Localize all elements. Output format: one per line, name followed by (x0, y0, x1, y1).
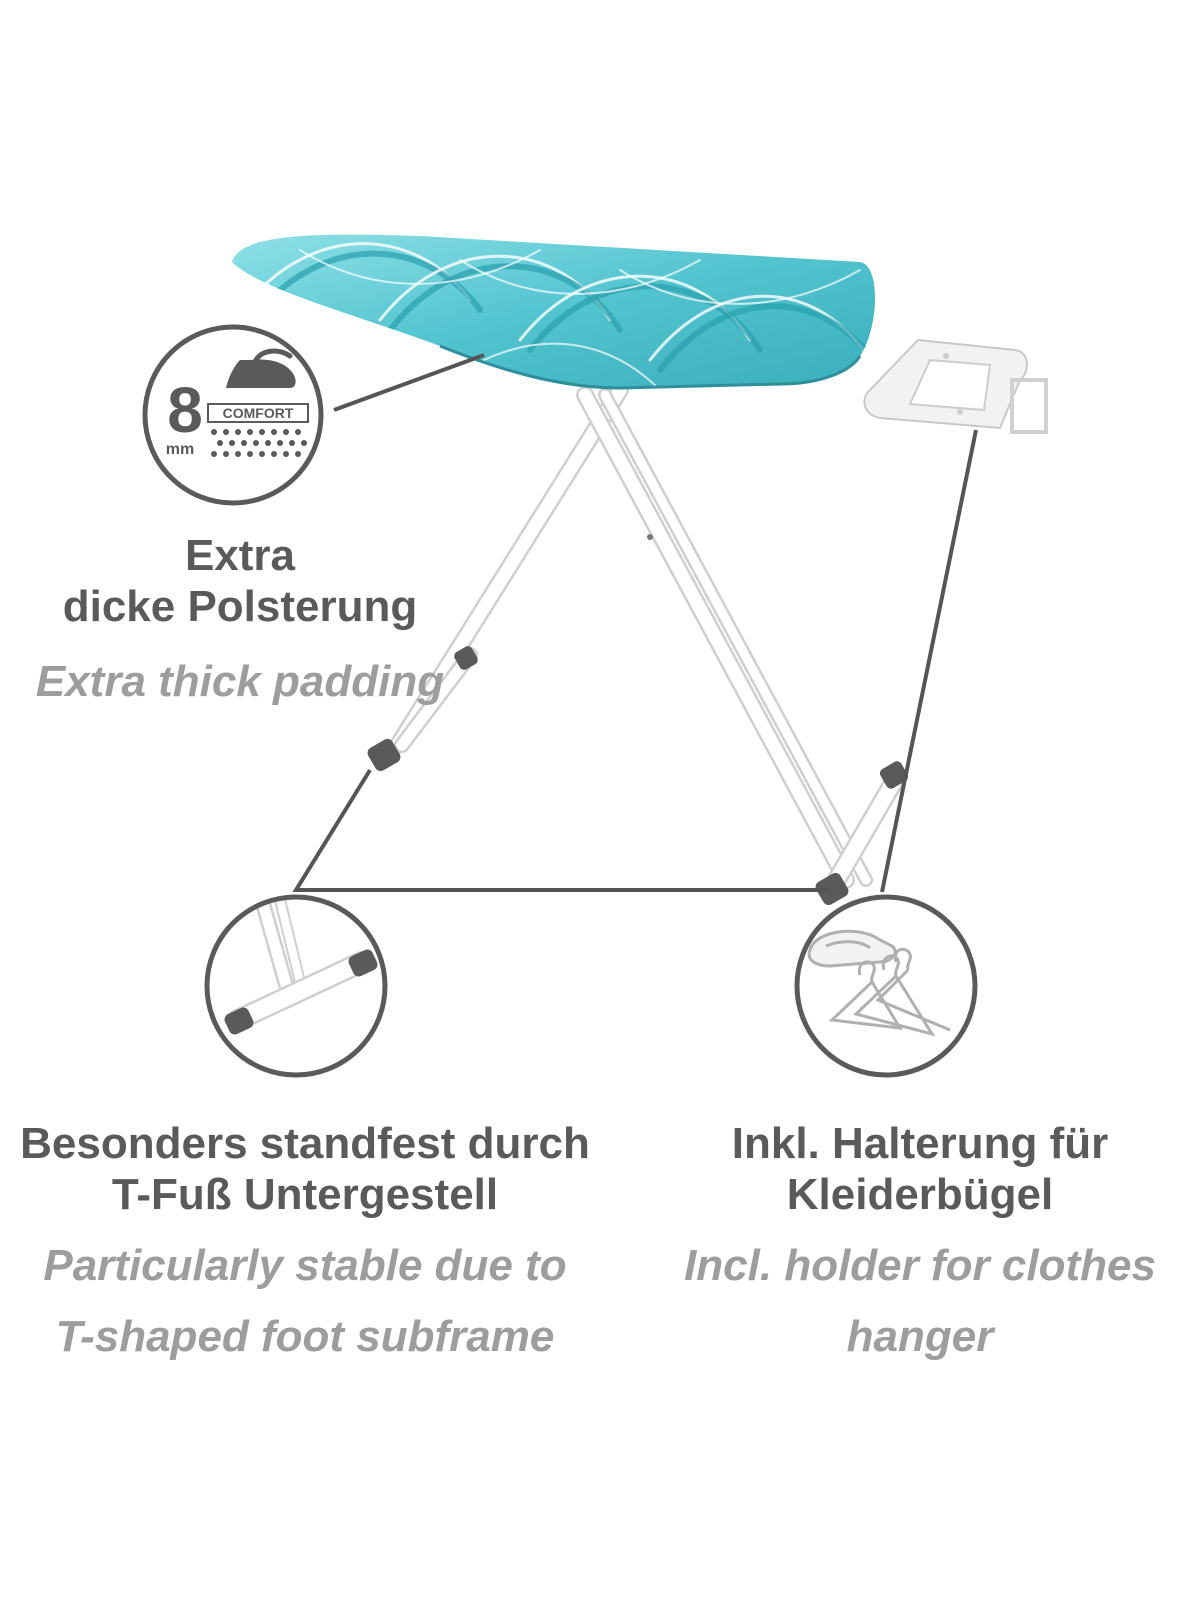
ironing-board-frame (389, 381, 906, 898)
callout-lines (292, 353, 978, 893)
iron-icon (226, 359, 296, 388)
padding-badge-number: 8 (167, 374, 203, 446)
feature-hanger-title-de-2: Kleiderbügel (786, 1170, 1054, 1220)
feature-padding-caption: Extra dicke Polsterung Extra thick paddi… (30, 530, 450, 707)
feature-t-foot-title-en-2: T-shaped foot subframe (55, 1312, 555, 1362)
ironing-board-cover (232, 234, 876, 390)
padding-badge-unit: mm (166, 441, 194, 458)
feature-padding-title-de-1: Extra (184, 531, 296, 580)
feature-padding-title-en-1: Extra thick padding (35, 657, 445, 707)
hanger-holder-detail (794, 894, 978, 1078)
feature-hanger-title-en-1: Incl. holder for clothes (684, 1241, 1156, 1291)
feature-padding-title-de-2: dicke Polsterung (62, 582, 418, 632)
padding-badge-label: COMFORT (223, 405, 294, 421)
foot-caps (367, 646, 909, 906)
t-foot-detail (204, 894, 388, 1078)
feature-hanger-caption: Inkl. Halterung für Kleiderbügel Incl. h… (660, 1118, 1180, 1362)
feature-t-foot-title-de-2: T-Fuß Untergestell (111, 1170, 499, 1220)
feature-t-foot-title-de-1: Besonders standfest durch (20, 1119, 590, 1168)
iron-rest (863, 338, 1048, 434)
feature-t-foot-caption: Besonders standfest durch T-Fuß Unterges… (20, 1118, 590, 1362)
feature-hanger-title-en-2: hanger (846, 1312, 994, 1362)
feature-hanger-title-de-1: Inkl. Halterung für (731, 1119, 1109, 1168)
feature-t-foot-title-en-1: Particularly stable due to (43, 1241, 567, 1291)
padding-badge: COMFORT 8 mm (142, 324, 324, 506)
